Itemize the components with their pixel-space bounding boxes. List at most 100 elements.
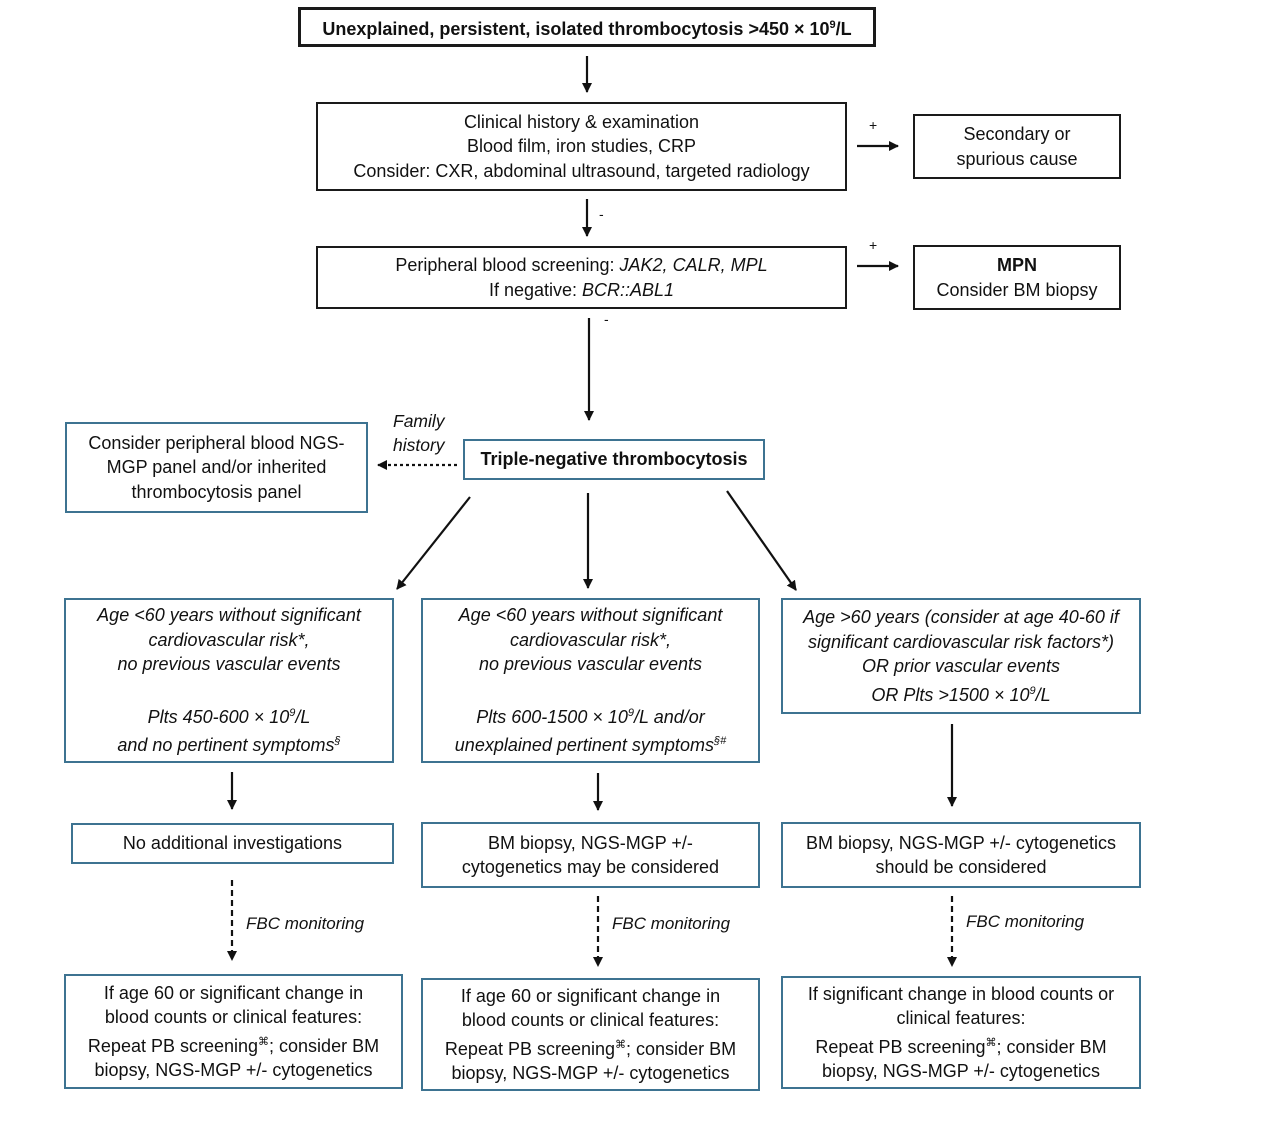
col2-consider-text: ; consider BM <box>626 1038 737 1059</box>
col2-followup-line-4: biopsy, NGS-MGP +/- cytogenetics <box>451 1063 730 1083</box>
minus-sign-triple: - <box>604 311 609 327</box>
col3-repeat-text: Repeat PB screening <box>815 1036 986 1057</box>
col3-criteria-line-3: OR prior vascular events <box>861 656 1061 676</box>
col3-action-line-1: BM biopsy, NGS-MGP +/- cytogenetics <box>806 832 1116 853</box>
gene-separator: , <box>662 255 673 275</box>
col2-criteria-line-3: no previous vascular events <box>478 654 703 675</box>
screening-box: Peripheral blood screening: JAK2, CALR, … <box>316 246 847 309</box>
col2-criteria-line-4: Plts 600-1500 × 109/L and/or <box>476 701 704 730</box>
col3-followup-box: If significant change in blood counts or… <box>781 976 1141 1089</box>
triple-negative-text: Triple-negative thrombocytosis <box>480 449 748 470</box>
mpn-title: MPN <box>997 255 1037 275</box>
minus-sign-screening: - <box>599 206 604 222</box>
col2-symptoms-sup: §# <box>713 735 727 748</box>
col2-action-line-1: BM biopsy, NGS-MGP +/- <box>488 832 693 853</box>
title-sup: 9 <box>829 18 836 31</box>
screening-label: Peripheral blood screening: <box>395 255 620 275</box>
clinical-line-2: Blood film, iron studies, CRP <box>466 136 697 157</box>
plus-sign-secondary: + <box>869 117 878 133</box>
col1-consider-text: ; consider BM <box>269 1035 380 1056</box>
col1-repeat-text: Repeat PB screening <box>87 1035 259 1056</box>
col2-plts-sup: 9 <box>627 706 634 719</box>
col1-symptoms-text: and no pertinent symptoms <box>117 735 335 756</box>
col3-followup-line-1: If significant change in blood counts or <box>807 983 1115 1004</box>
gene-bcr-abl1: BCR::ABL1 <box>582 279 675 300</box>
col2-criteria-line-5: unexplained pertinent symptoms§# <box>455 729 726 758</box>
col1-monitoring-label: FBC monitoring <box>246 914 365 933</box>
clinical-line-1: Clinical history & examination <box>463 111 700 132</box>
col3-criteria-line-2: significant cardiovascular risk factors*… <box>807 631 1115 652</box>
col3-repeat-sup: ⌘ <box>985 1036 997 1049</box>
ngs-panel-box: Consider peripheral blood NGS- MGP panel… <box>65 422 368 513</box>
col2-followup-box: If age 60 or significant change in blood… <box>421 978 760 1091</box>
col1-followup-line-2: blood counts or clinical features: <box>104 1007 363 1027</box>
col2-plts-unit: /L and/or <box>634 706 705 727</box>
col2-followup-line-1: If age 60 or significant change in <box>460 985 721 1006</box>
col1-plts-unit: /L <box>295 706 311 727</box>
col3-action-line-2: should be considered <box>875 857 1047 877</box>
ngs-line-2: MGP panel and/or inherited <box>106 457 327 478</box>
col2-action-line-2: cytogenetics may be considered <box>461 857 720 877</box>
col1-plts-text: Plts 450-600 × 10 <box>147 706 290 727</box>
col1-followup-line-4: biopsy, NGS-MGP +/- cytogenetics <box>94 1060 373 1080</box>
col2-criteria-line-1: Age <60 years without significant <box>458 605 723 626</box>
gene-mpl: MPL <box>730 255 768 275</box>
col1-followup-line-1: If age 60 or significant change in <box>103 982 364 1003</box>
screening-line-1: Peripheral blood screening: JAK2, CALR, … <box>395 253 767 278</box>
col1-criteria-line-3: no previous vascular events <box>117 654 341 675</box>
col1-plts-sup: 9 <box>289 706 296 719</box>
screening-line-2: If negative: BCR::ABL1 <box>489 278 674 303</box>
mpn-line-2: Consider BM biopsy <box>936 279 1098 300</box>
secondary-box: Secondary or spurious cause <box>913 114 1121 179</box>
secondary-line-2: spurious cause <box>956 148 1078 169</box>
clinical-line-3: Consider: CXR, abdominal ultrasound, tar… <box>353 160 810 181</box>
col3-action-box: BM biopsy, NGS-MGP +/- cytogenetics shou… <box>781 822 1141 888</box>
family-history-line-1: Family <box>393 411 445 431</box>
col2-followup-line-2: blood counts or clinical features: <box>461 1010 720 1030</box>
arrow-triple-to-col3 <box>726 490 797 591</box>
col2-criteria-box: Age <60 years without significant cardio… <box>421 598 760 763</box>
col2-monitoring-label: FBC monitoring <box>612 914 731 933</box>
col3-criteria-line-1: Age >60 years (consider at age 40-60 if <box>803 607 1119 627</box>
col3-followup-line-4: biopsy, NGS-MGP +/- cytogenetics <box>822 1061 1100 1081</box>
col1-criteria-line-5: and no pertinent symptoms§ <box>117 729 340 758</box>
col1-repeat-sup: ⌘ <box>258 1035 270 1048</box>
col3-followup-line-2: clinical features: <box>896 1008 1026 1028</box>
col1-symptoms-sup: § <box>334 735 341 748</box>
col2-plts-text: Plts 600-1500 × 10 <box>476 706 628 727</box>
col2-criteria-line-2: cardiovascular risk*, <box>509 629 672 650</box>
col2-symptoms-text: unexplained pertinent symptoms <box>454 735 714 756</box>
col3-plts-unit: /L <box>1035 684 1051 705</box>
col3-plts-sup: 9 <box>1029 684 1036 697</box>
col1-followup-line-3: Repeat PB screening⌘; consider BM <box>88 1030 379 1059</box>
col1-criteria-line-4: Plts 450-600 × 109/L <box>148 701 311 730</box>
col2-repeat-text: Repeat PB screening <box>444 1038 616 1059</box>
plus-sign-mpn: + <box>869 237 878 253</box>
col2-action-box: BM biopsy, NGS-MGP +/- cytogenetics may … <box>421 822 760 888</box>
title-box: Unexplained, persistent, isolated thromb… <box>298 7 876 47</box>
arrow-triple-to-col1 <box>396 496 471 590</box>
col3-criteria-box: Age >60 years (consider at age 40-60 if … <box>781 598 1141 714</box>
col3-monitoring-label: FBC monitoring <box>966 912 1085 931</box>
gene-jak2: JAK2 <box>619 255 663 275</box>
col1-action-line-1: No additional investigations <box>122 833 343 854</box>
title-text: Unexplained, persistent, isolated thromb… <box>322 18 830 39</box>
gene-separator: , <box>720 255 731 275</box>
col3-criteria-line-4: OR Plts >1500 × 109/L <box>871 679 1050 708</box>
gene-calr: CALR <box>672 255 721 275</box>
col1-criteria-line-1: Age <60 years without significant <box>97 605 361 626</box>
col1-criteria-box: Age <60 years without significant cardio… <box>64 598 394 763</box>
family-history-label: Family history <box>393 409 445 457</box>
secondary-line-1: Secondary or <box>963 124 1071 144</box>
family-history-line-2: history <box>393 435 445 455</box>
triple-negative-box: Triple-negative thrombocytosis <box>463 439 765 480</box>
col3-followup-line-3: Repeat PB screening⌘; consider BM <box>815 1031 1106 1060</box>
ngs-line-3: thrombocytosis panel <box>131 481 302 502</box>
col1-criteria-line-2: cardiovascular risk*, <box>148 629 310 650</box>
col2-repeat-sup: ⌘ <box>615 1038 627 1051</box>
ngs-line-1: Consider peripheral blood NGS- <box>88 432 345 453</box>
col1-followup-box: If age 60 or significant change in blood… <box>64 974 403 1089</box>
col3-consider-text: ; consider BM <box>996 1036 1107 1057</box>
col3-plts-text: OR Plts >1500 × 10 <box>871 684 1030 705</box>
